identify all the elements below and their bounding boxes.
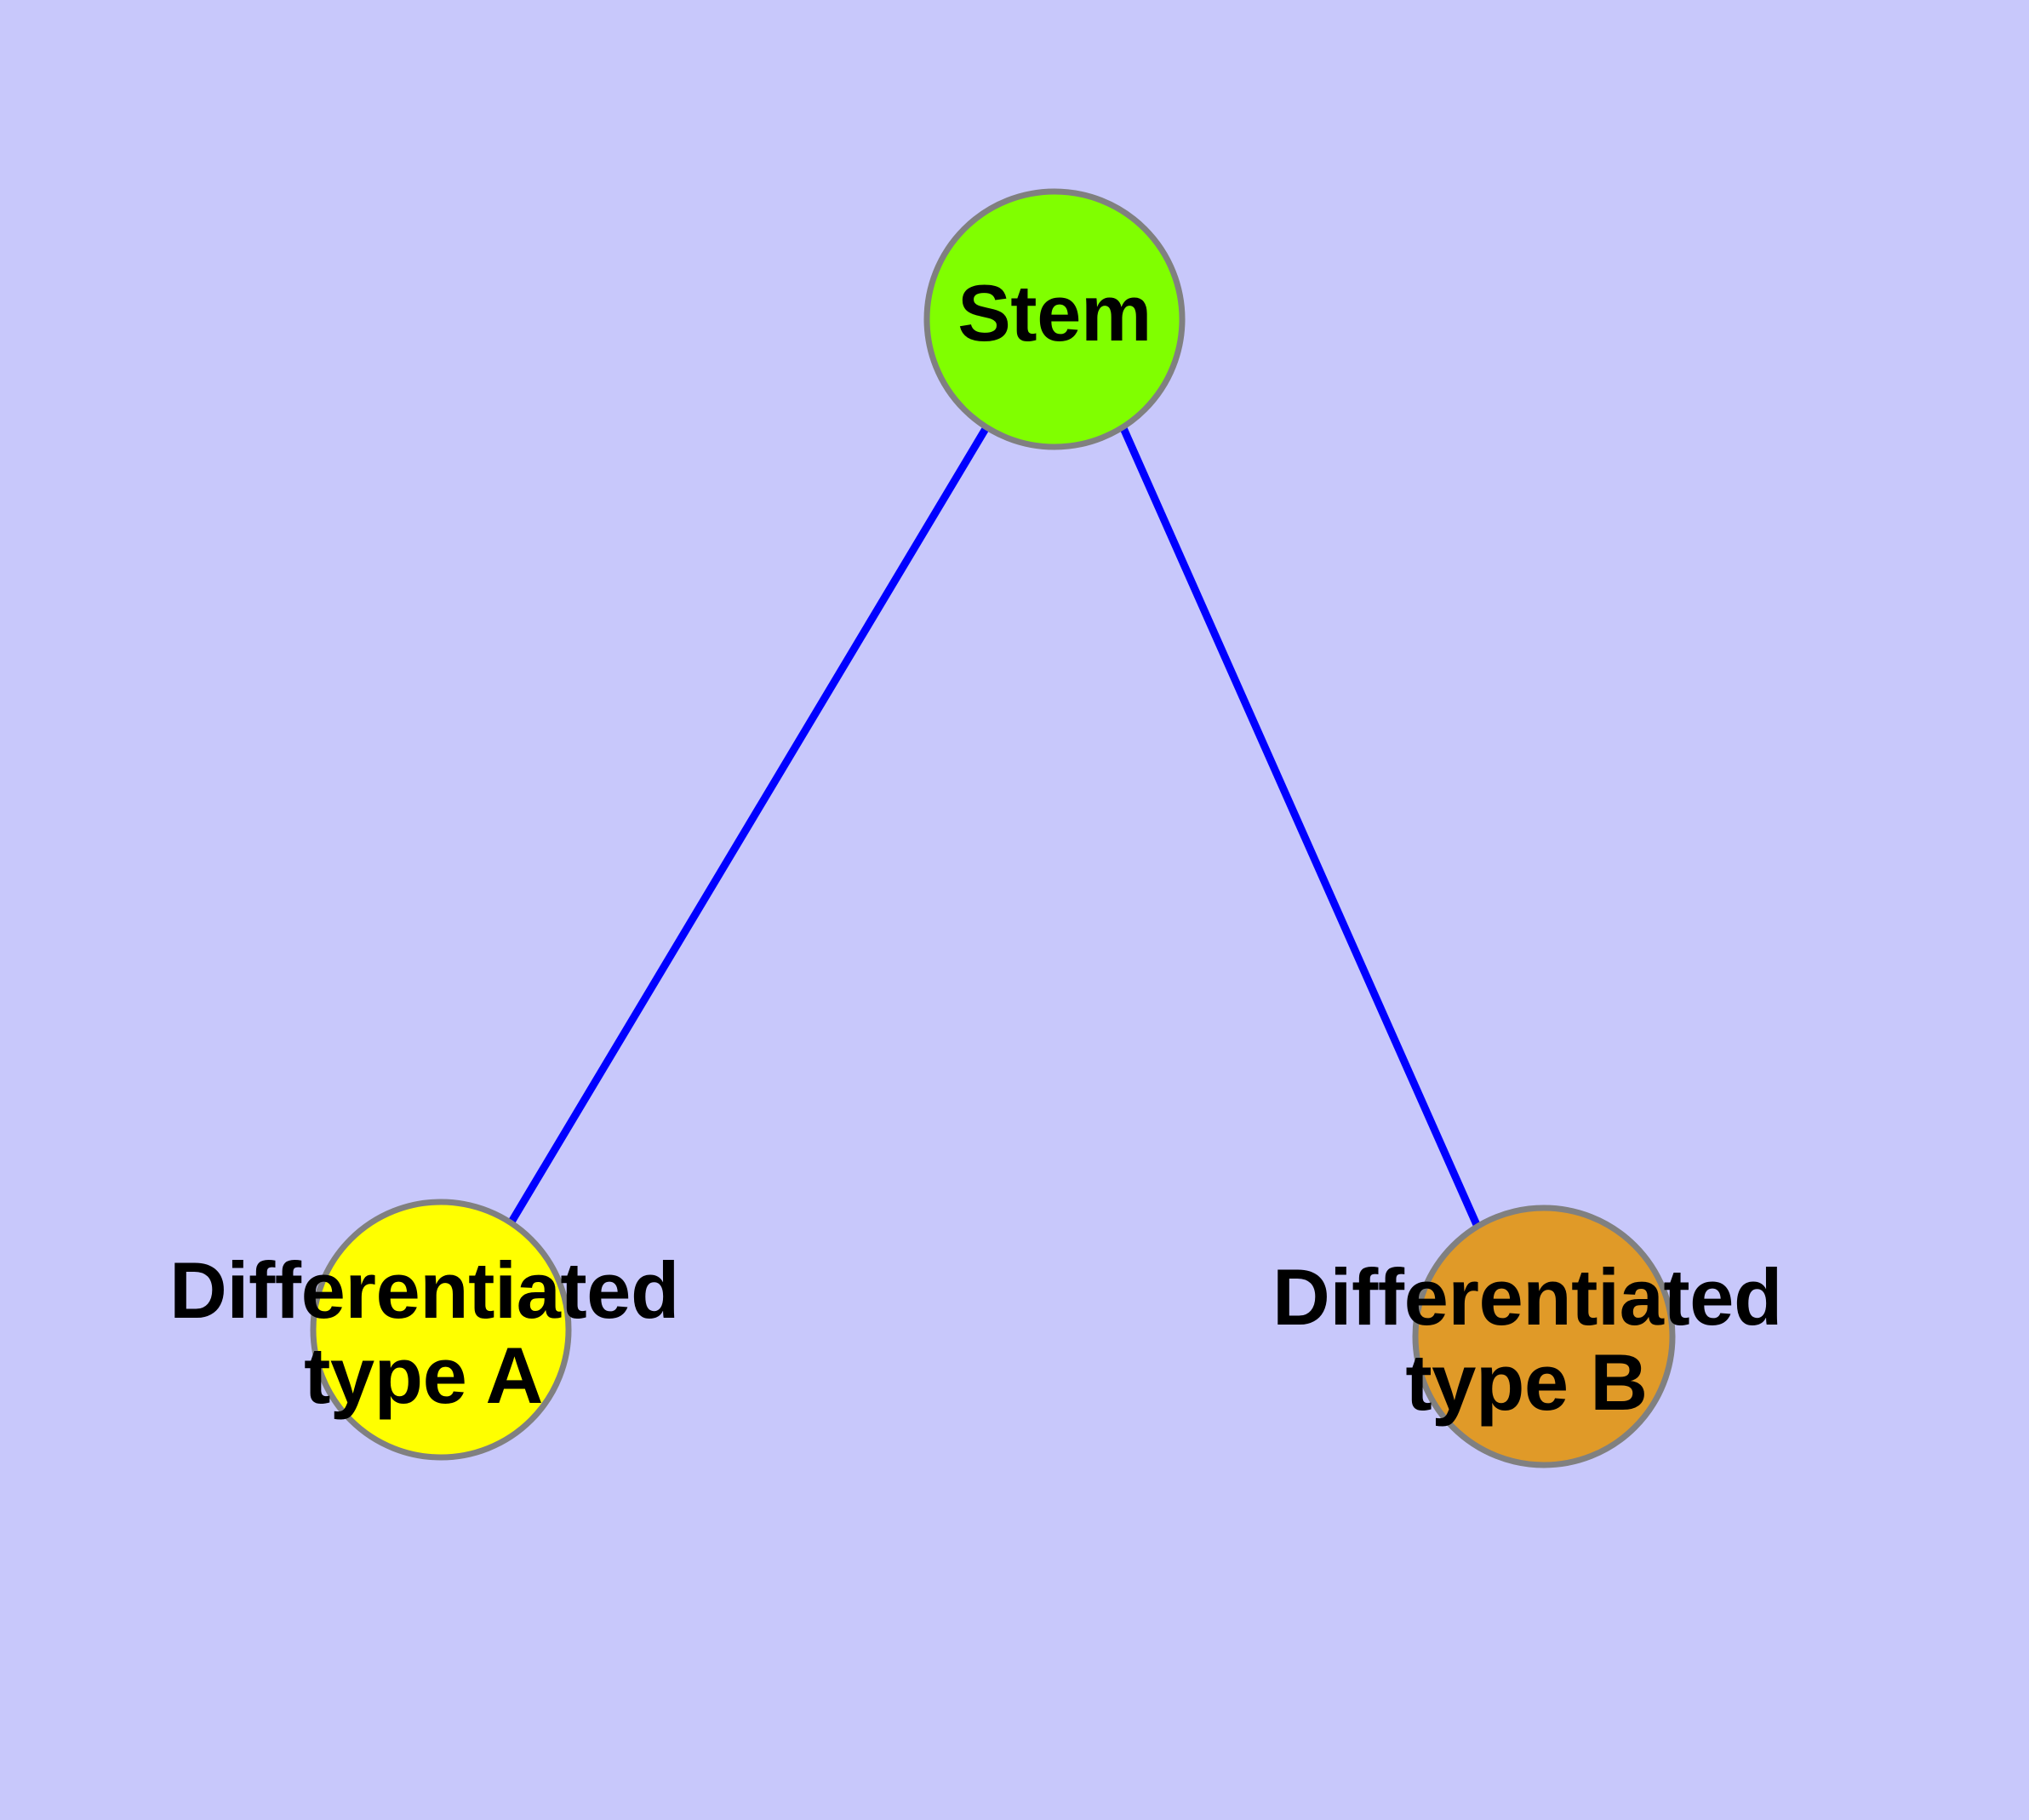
node-circle-diff-a[interactable] xyxy=(310,1199,572,1461)
node-circle-stem[interactable] xyxy=(923,188,1186,450)
edge-stem-diff-a xyxy=(507,425,990,1226)
nodes-layer xyxy=(310,188,1676,1468)
node-circle-diff-b[interactable] xyxy=(1412,1205,1676,1468)
edge-stem-diff-b xyxy=(1119,426,1482,1228)
edges-layer xyxy=(507,425,1482,1228)
